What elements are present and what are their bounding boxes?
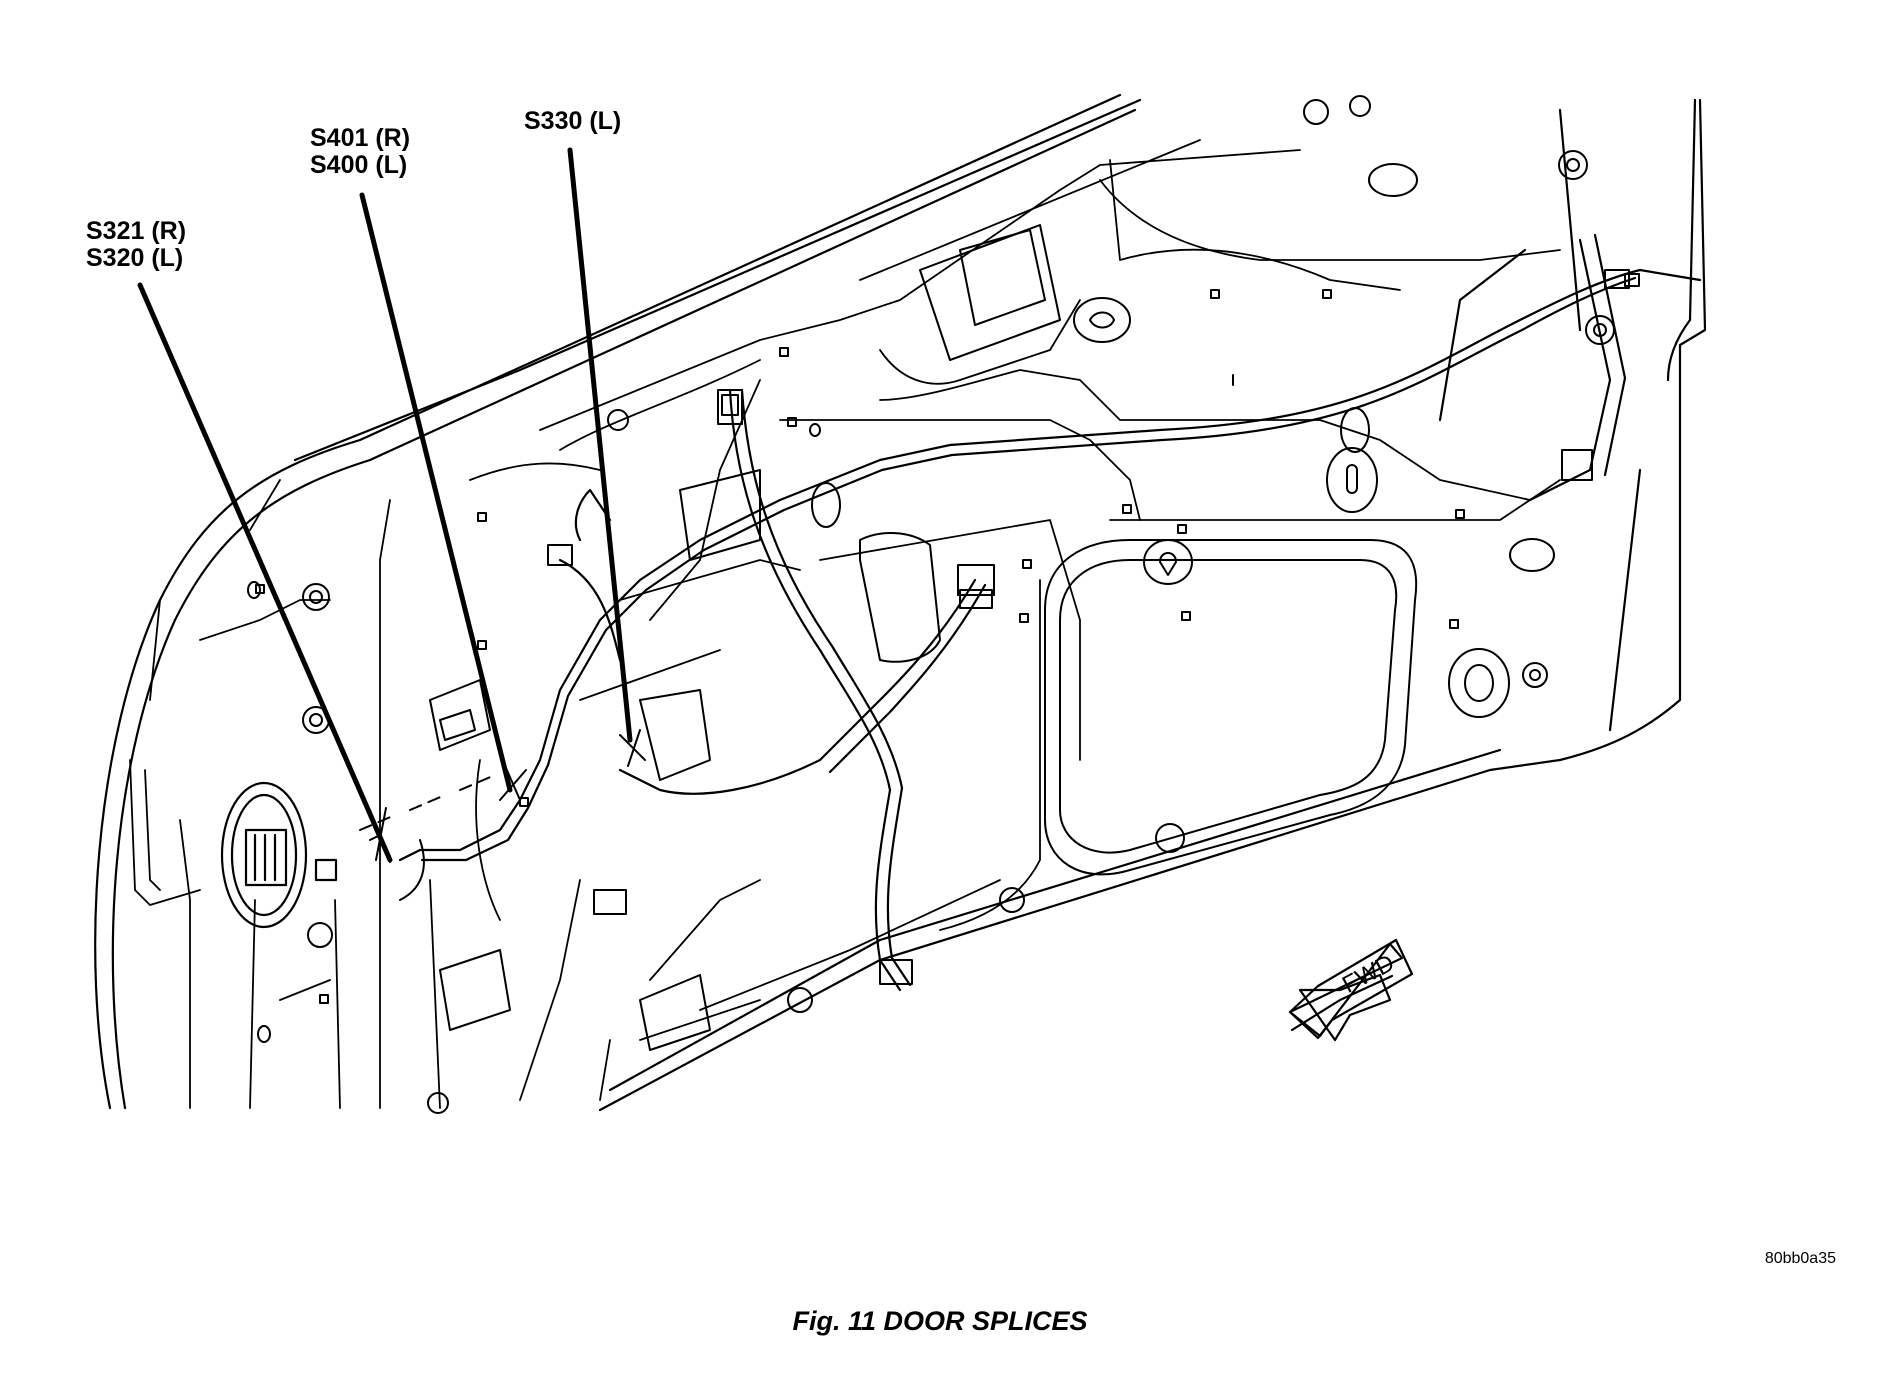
inner-panel <box>179 139 1561 1109</box>
leader-s401 <box>359 192 513 793</box>
callout-s401: S401 (R) S400 (L) <box>310 125 410 179</box>
door-edge-rails <box>129 462 601 906</box>
panel-holes <box>247 95 1615 1114</box>
callout-s321-line1: S321 (R) <box>86 217 187 245</box>
callout-s401-line1: S401 (R) <box>310 124 411 152</box>
callout-s321: S321 (R) S320 (L) <box>86 218 186 272</box>
figure-caption: Fig. 11 DOOR SPLICES <box>792 1306 1088 1336</box>
callout-s321-line2: S320 (L) <box>86 244 184 272</box>
callout-s401-line2: S400 (L) <box>310 151 408 179</box>
image-code: 80bb0a35 <box>1764 1250 1836 1267</box>
fwd-arrow-icon <box>1288 938 1414 1042</box>
door-connector <box>220 781 338 929</box>
leader-s321 <box>137 282 393 863</box>
callout-leaders <box>137 147 633 863</box>
callout-s330-line1: S330 (L) <box>524 107 622 135</box>
callout-s330: S330 (L) <box>524 108 621 135</box>
leader-s330 <box>567 147 633 743</box>
door-outline <box>94 93 1707 1112</box>
panel-openings <box>279 224 1418 1051</box>
wiring-harness <box>398 233 1702 992</box>
connectors <box>547 269 1640 985</box>
